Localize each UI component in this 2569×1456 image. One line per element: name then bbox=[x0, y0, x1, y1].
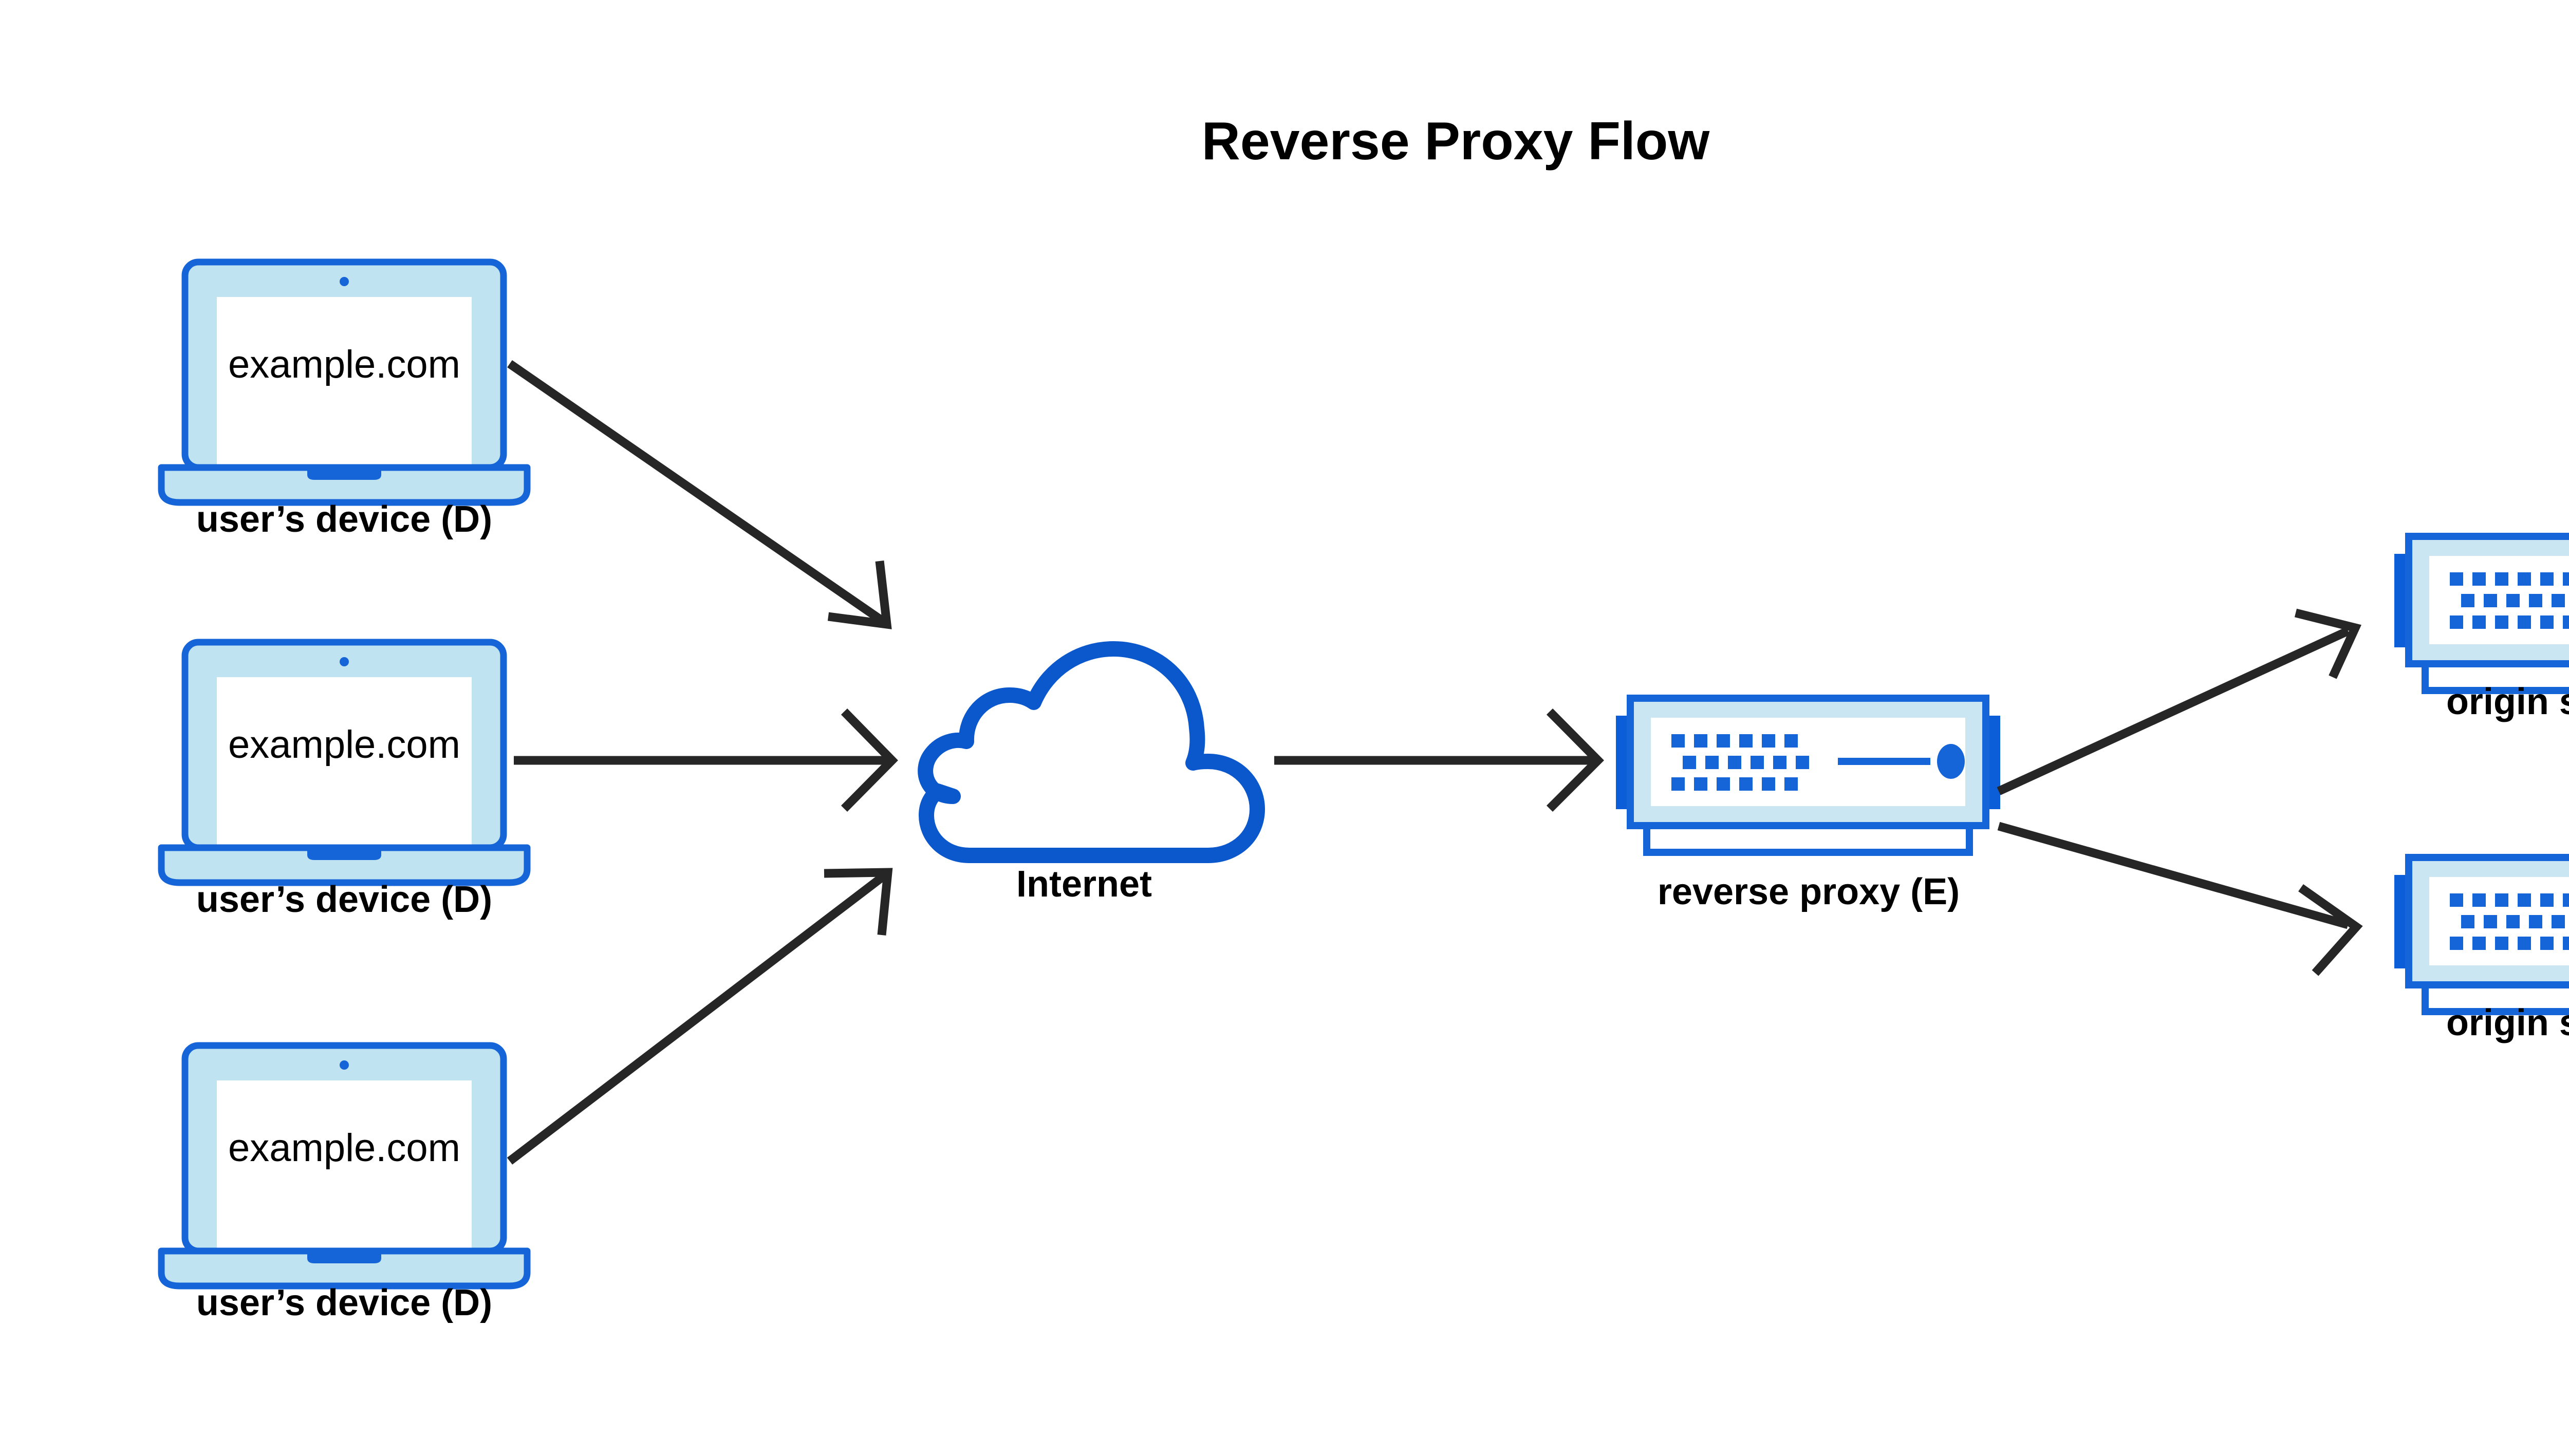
client-screen-text-2: example.com bbox=[228, 723, 460, 767]
origin-server-2[interactable]: origin server (F) bbox=[2394, 857, 2569, 1043]
edge-proxy-to-origin2 bbox=[1997, 822, 2363, 976]
client-device-1[interactable]: example.com user’s device (D) bbox=[161, 262, 527, 540]
edge-client3-to-internet bbox=[507, 868, 893, 1165]
edge-client1-to-internet bbox=[507, 360, 892, 629]
origin-server-1[interactable]: origin server (F) bbox=[2394, 536, 2569, 722]
edge-client2-to-internet bbox=[514, 708, 898, 812]
client-label-1: user’s device (D) bbox=[196, 499, 492, 540]
server-icon bbox=[2394, 857, 2569, 1012]
client-label-3: user’s device (D) bbox=[196, 1282, 492, 1323]
client-screen-text-1: example.com bbox=[228, 343, 460, 386]
client-label-2: user’s device (D) bbox=[196, 879, 492, 920]
internet-node[interactable]: Internet bbox=[925, 649, 1257, 905]
server-icon bbox=[1616, 698, 2000, 852]
edge-internet-to-proxy bbox=[1274, 708, 1604, 812]
reverse-proxy-label: reverse proxy (E) bbox=[1658, 871, 1960, 912]
edge-proxy-to-origin1 bbox=[1997, 608, 2361, 795]
client-device-3[interactable]: example.com user’s device (D) bbox=[161, 1046, 527, 1323]
page-title: Reverse Proxy Flow bbox=[1202, 111, 1710, 171]
reverse-proxy-node[interactable]: reverse proxy (E) bbox=[1616, 698, 2000, 912]
origin-server-label-2: origin server (F) bbox=[2446, 1002, 2569, 1043]
client-device-2[interactable]: example.com user’s device (D) bbox=[161, 642, 527, 920]
client-screen-text-3: example.com bbox=[228, 1126, 460, 1170]
origin-server-label-1: origin server (F) bbox=[2446, 681, 2569, 722]
cloud-icon bbox=[925, 649, 1257, 855]
internet-label: Internet bbox=[1016, 864, 1152, 905]
server-icon bbox=[2394, 536, 2569, 690]
